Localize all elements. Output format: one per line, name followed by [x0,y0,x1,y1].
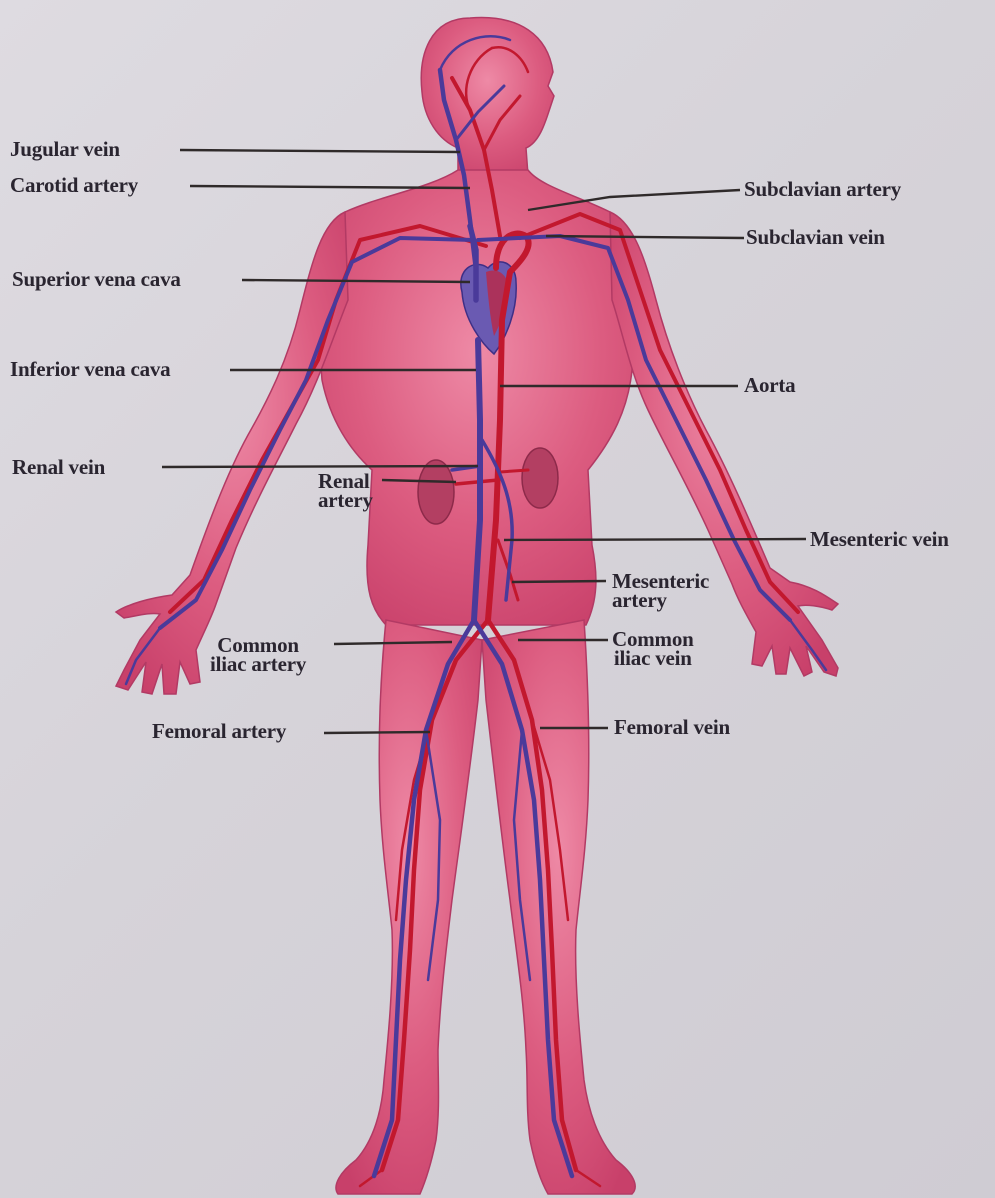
label-subclavian-artery: Subclavian artery [744,180,901,199]
label-renal-vein: Renal vein [12,458,105,477]
leader-mesenteric-vein [504,539,806,540]
label-renal-artery: Renal artery [318,472,373,510]
leader-mesenteric-artery [512,581,606,582]
right-leg [482,620,635,1194]
label-femoral-vein: Femoral vein [614,718,730,737]
label-renal-artery-line2: artery [318,491,373,510]
left-kidney [418,460,454,524]
label-common-iliac-artery-line2: iliac artery [210,655,306,674]
label-common-iliac-vein-line2: iliac vein [612,649,694,668]
label-mesenteric-artery: Mesenteric artery [612,572,709,610]
label-femoral-artery: Femoral artery [152,722,286,741]
label-carotid-artery: Carotid artery [10,176,138,195]
leader-jugular-vein [180,150,460,152]
label-mesenteric-vein: Mesenteric vein [810,530,949,549]
label-subclavian-vein: Subclavian vein [746,228,885,247]
leader-femoral-artery [324,732,430,733]
label-common-iliac-vein: Common iliac vein [612,630,694,668]
left-leg [336,620,482,1194]
label-aorta: Aorta [744,376,795,395]
label-superior-vena-cava: Superior vena cava [12,270,181,289]
leader-renal-vein [162,466,478,467]
label-common-iliac-artery: Common iliac artery [210,636,306,674]
label-jugular-vein: Jugular vein [10,140,120,159]
renal-artery-vessel-right [500,470,528,472]
label-mesenteric-artery-line2: artery [612,591,709,610]
label-inferior-vena-cava: Inferior vena cava [10,360,170,379]
right-kidney [522,448,558,508]
